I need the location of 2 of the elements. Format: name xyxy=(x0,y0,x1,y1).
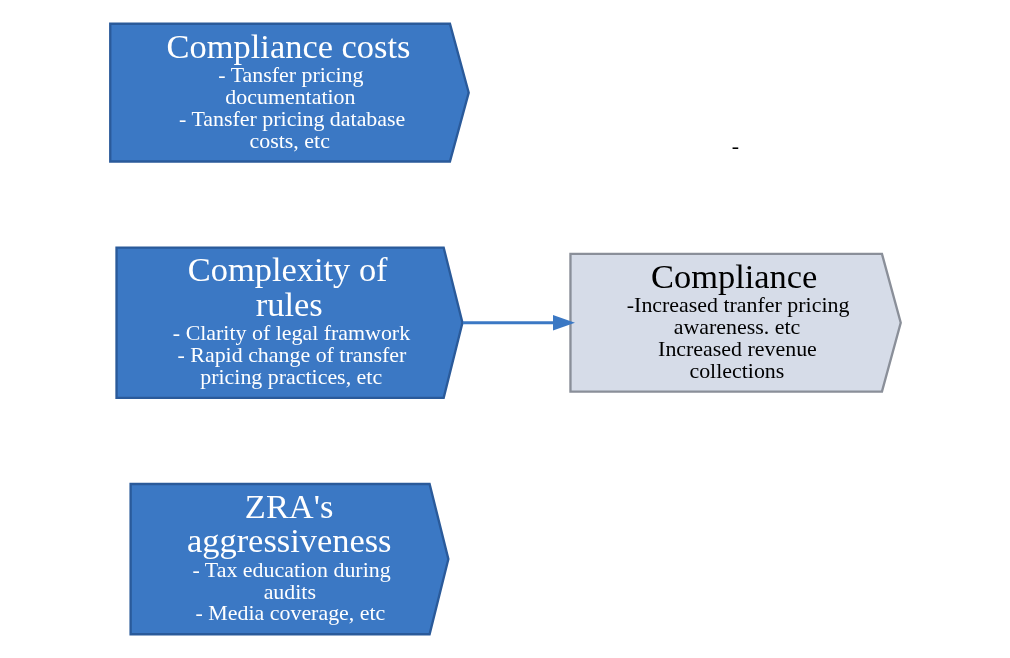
arrow xyxy=(462,315,575,331)
label: - xyxy=(731,133,739,159)
